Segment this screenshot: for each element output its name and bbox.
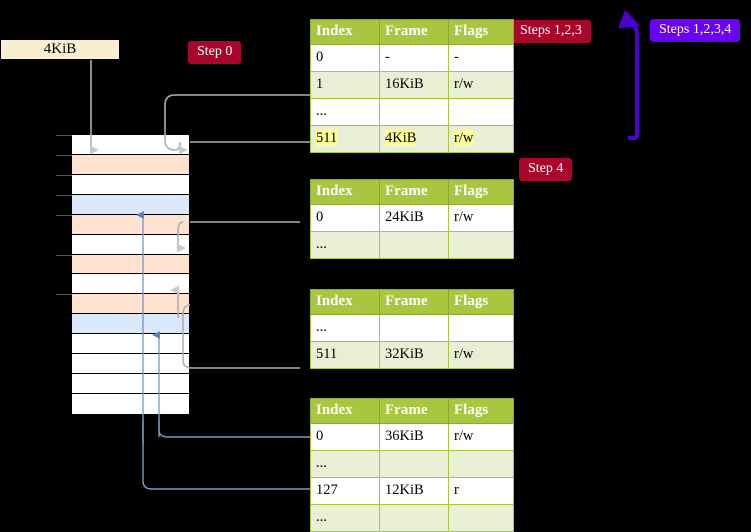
memory-row-tick: [56, 174, 72, 176]
memory-row: [56, 294, 189, 315]
memory-row-tick: [56, 214, 72, 216]
table-cell: [448, 450, 514, 478]
table-cell: ...: [310, 98, 380, 126]
table-cell: r/w: [448, 125, 514, 153]
table-cell: [379, 504, 449, 532]
highlighted-value: r/w: [454, 130, 474, 146]
memory-row: [56, 174, 189, 195]
table-cell: r/w: [448, 341, 514, 369]
table-cell: [379, 231, 449, 259]
memory-row-tick: [56, 194, 72, 196]
table-cell: [379, 450, 449, 478]
highlighted-value: 511: [316, 130, 338, 146]
table-cell: [448, 231, 514, 259]
table-cell: 127: [310, 477, 380, 505]
table-cell: [379, 314, 449, 342]
column-header-flags: Flags: [448, 398, 514, 424]
table-row: ...: [310, 98, 514, 126]
table-cell: [448, 504, 514, 532]
table-cell: r/w: [448, 204, 514, 232]
table-cell: [448, 98, 514, 126]
memory-row: [56, 154, 189, 175]
table-cell: ...: [310, 504, 380, 532]
table-cell: 1: [310, 71, 380, 99]
table-cell: 12KiB: [379, 477, 449, 505]
memory-row-tick: [56, 154, 72, 156]
table-cell: 0: [310, 204, 380, 232]
memory-row: [56, 135, 189, 155]
table-row: ...: [310, 504, 514, 532]
table-cell: 511: [310, 125, 380, 153]
memory-row: [56, 214, 189, 235]
table-cell: ...: [310, 314, 380, 342]
table-cell: 32KiB: [379, 341, 449, 369]
memory-row-tick: [56, 135, 72, 136]
table-cell: -: [448, 44, 514, 72]
table-cell: r/w: [448, 423, 514, 451]
memory-row-tick: [56, 294, 72, 296]
table-cell: [448, 314, 514, 342]
badge-steps-1-2-3-4: Steps 1,2,3,4: [650, 19, 741, 42]
column-header-index: Index: [310, 179, 380, 205]
column-header-flags: Flags: [448, 19, 514, 45]
memory-size-label: 4KiB: [43, 41, 77, 57]
table-row: 0--: [310, 44, 514, 72]
table-cell: r/w: [448, 71, 514, 99]
table-cell: 0: [310, 423, 380, 451]
memory-row-tick: [56, 254, 72, 256]
memory-row: [72, 393, 189, 414]
column-header-frame: Frame: [379, 289, 449, 315]
column-header-frame: Frame: [379, 179, 449, 205]
memory-row: [72, 334, 189, 355]
table-cell: 24KiB: [379, 204, 449, 232]
table-cell: 0: [310, 44, 380, 72]
memory-row: [56, 194, 189, 215]
table-cell: r: [448, 477, 514, 505]
table-row: ...: [310, 450, 514, 478]
table-cell: -: [379, 44, 449, 72]
table-cell: [379, 98, 449, 126]
table-cell: 16KiB: [379, 71, 449, 99]
table-cell: 36KiB: [379, 423, 449, 451]
column-header-frame: Frame: [379, 19, 449, 45]
column-header-flags: Flags: [448, 179, 514, 205]
badge-step-0: Step 0: [188, 41, 242, 64]
memory-row: [72, 274, 189, 295]
highlighted-value: 4KiB: [385, 130, 417, 146]
memory-row: [72, 354, 189, 375]
table-row: 511 4KiB r/w: [310, 125, 514, 153]
memory-row: [72, 374, 189, 394]
table-cell: 4KiB: [379, 125, 449, 153]
table-row: ...: [310, 314, 514, 342]
table-row: ...: [310, 231, 514, 259]
badge-step-4: Step 4: [519, 158, 573, 181]
memory-row: [72, 314, 189, 335]
column-header-flags: Flags: [448, 289, 514, 315]
memory-row: [72, 234, 189, 255]
column-header-index: Index: [310, 19, 380, 45]
table-cell: 511: [310, 341, 380, 369]
badge-steps-1-2-3: Steps 1,2,3: [511, 20, 591, 43]
memory-column: [56, 134, 190, 415]
column-header-frame: Frame: [379, 398, 449, 424]
memory-row: [56, 254, 189, 275]
column-header-index: Index: [310, 398, 380, 424]
column-header-index: Index: [310, 289, 380, 315]
table-cell: ...: [310, 450, 380, 478]
memory-size-box: 4KiB: [0, 39, 120, 60]
table-cell: ...: [310, 231, 380, 259]
